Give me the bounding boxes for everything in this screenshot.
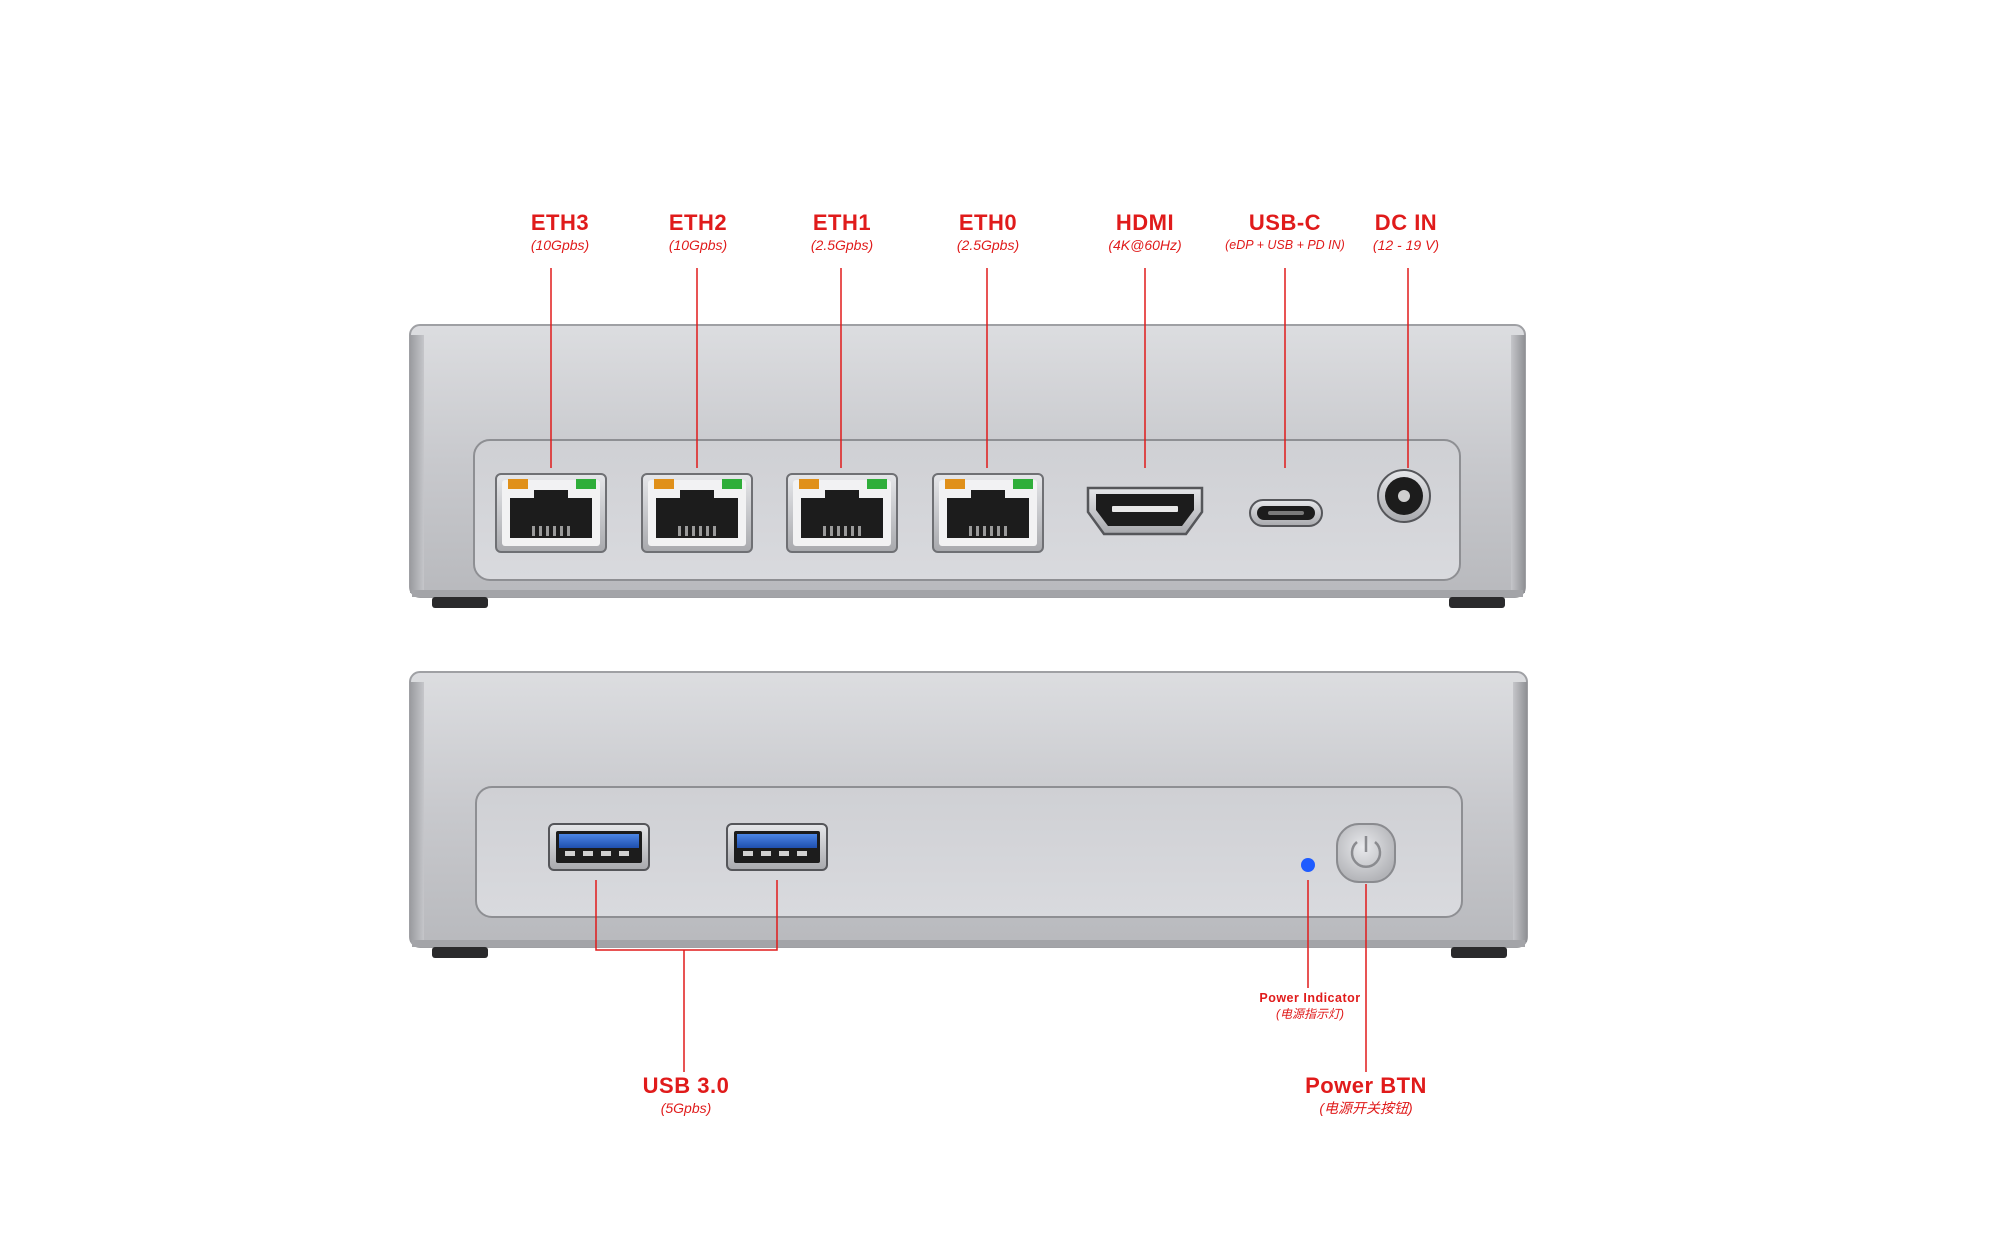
hdmi-label: HDMI (4K@60Hz)	[1108, 210, 1181, 254]
hdmi-title: HDMI	[1115, 210, 1175, 235]
eth1-label: ETH1 (2.5Gpbs)	[811, 210, 873, 254]
hdmi-spec: (4K@60Hz)	[1108, 237, 1182, 253]
usb3-bracket	[595, 880, 778, 951]
front-chassis	[409, 671, 1528, 958]
eth0-spec: (2.5Gpbs)	[956, 237, 1020, 253]
usb-c-title: USB-C	[1248, 210, 1322, 235]
usb3-spec: (5Gpbs)	[660, 1100, 712, 1116]
eth3-label: ETH3 (10Gpbs)	[531, 210, 589, 254]
eth1-title: ETH1	[812, 210, 872, 235]
power-indicator-led	[1301, 858, 1315, 872]
eth3-port	[495, 473, 607, 553]
eth2-label: ETH2 (10Gpbs)	[669, 210, 727, 254]
rear-foot-right	[1449, 597, 1505, 608]
eth3-title: ETH3	[530, 210, 590, 235]
dc-in-title: DC IN	[1374, 210, 1438, 235]
power-indicator-title: Power Indicator	[1259, 991, 1361, 1005]
eth0-title: ETH0	[958, 210, 1018, 235]
hdmi-port	[1086, 486, 1204, 536]
eth0-label: ETH0 (2.5Gpbs)	[957, 210, 1019, 254]
dc-in-spec: (12 - 19 V)	[1372, 237, 1440, 253]
eth0-port	[932, 473, 1044, 553]
usb3-label: USB 3.0 (5Gpbs)	[643, 1073, 730, 1117]
eth2-spec: (10Gpbs)	[668, 237, 728, 253]
eth2-port	[641, 473, 753, 553]
usb-c-label: USB-C (eDP + USB + PD IN)	[1225, 210, 1345, 254]
eth3-spec: (10Gpbs)	[530, 237, 590, 253]
eth1-port	[786, 473, 898, 553]
usb-c-spec: (eDP + USB + PD IN)	[1225, 238, 1345, 252]
power-button-label: Power BTN (电源开关按钮)	[1305, 1073, 1427, 1117]
front-foot-right	[1451, 947, 1507, 958]
usb3-port-1	[548, 823, 650, 871]
eth2-title: ETH2	[668, 210, 728, 235]
eth1-spec: (2.5Gpbs)	[810, 237, 874, 253]
dc-in-label: DC IN (12 - 19 V)	[1373, 210, 1439, 254]
usb-c-port	[1249, 499, 1323, 527]
front-foot-left	[432, 947, 488, 958]
power-button-spec: (电源开关按钮)	[1319, 1100, 1413, 1116]
rear-foot-left	[432, 597, 488, 608]
rear-chassis	[409, 324, 1526, 608]
dc-in-port	[1377, 469, 1431, 523]
power-indicator-label: Power Indicator (电源指示灯)	[1259, 990, 1360, 1022]
power-button[interactable]	[1336, 823, 1396, 883]
power-button-title: Power BTN	[1305, 1073, 1427, 1098]
usb3-title: USB 3.0	[642, 1073, 730, 1098]
leader-lines	[550, 268, 1409, 1072]
usb3-port-2	[726, 823, 828, 871]
power-indicator-spec: (电源指示灯)	[1276, 1007, 1344, 1021]
